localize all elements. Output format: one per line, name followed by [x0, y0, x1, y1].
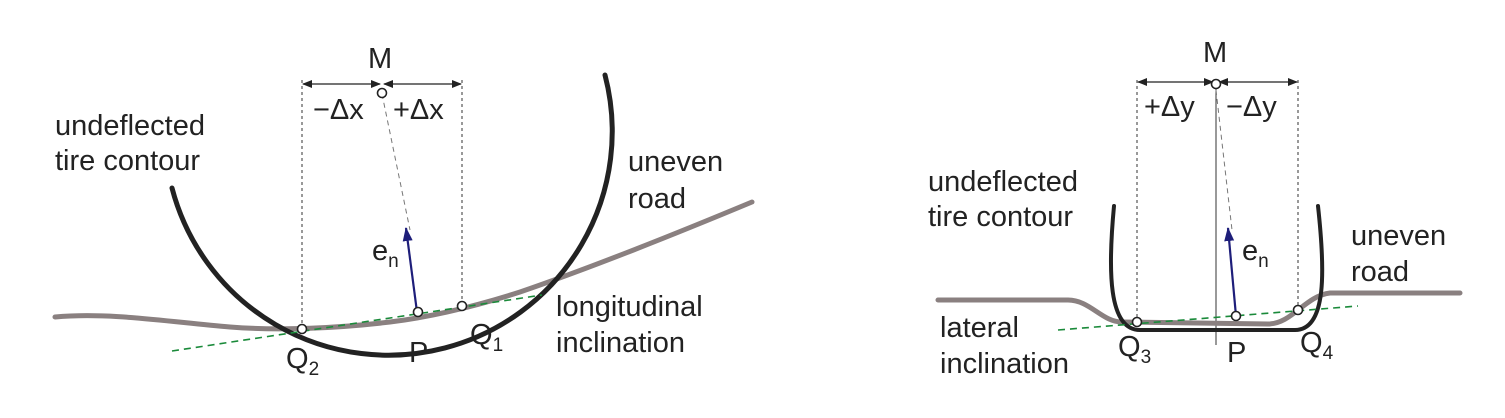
left-m-label: M — [368, 43, 392, 75]
right-road-label-line2: road — [1351, 256, 1409, 288]
left-p-label: P — [409, 337, 428, 369]
left-point-p — [412, 306, 424, 318]
point-q2 — [296, 323, 308, 335]
right-normal-vector — [1224, 227, 1238, 317]
point-q1 — [456, 300, 468, 312]
left-center-point-m — [376, 87, 388, 99]
right-radius-line — [1215, 89, 1233, 231]
lateral-label-line1: lateral — [940, 312, 1019, 344]
right-panel: M +Δy −Δy undeflected tire contour uneve… — [928, 37, 1463, 380]
plus-dx-label: +Δx — [393, 94, 444, 126]
longitudinal-label-line2: inclination — [556, 327, 685, 359]
right-tire-contour — [1108, 204, 1325, 332]
left-road-label-line1: uneven — [628, 146, 723, 178]
longitudinal-label-line1: longitudinal — [556, 291, 703, 323]
minus-dx-label: −Δx — [313, 94, 364, 126]
left-uneven-road — [52, 199, 755, 332]
longitudinal-inclination-line — [171, 294, 543, 352]
left-tire-label-line2: tire contour — [55, 145, 200, 177]
left-normal-vector — [402, 227, 419, 313]
left-tire-contour — [169, 72, 615, 358]
q2-label: Q2 — [286, 343, 319, 380]
minus-dy-label: −Δy — [1226, 91, 1277, 123]
right-tire-label-line2: tire contour — [928, 201, 1073, 233]
right-road-label-line1: uneven — [1351, 220, 1446, 252]
left-tire-label-line1: undeflected — [55, 110, 205, 142]
q1-label: Q1 — [470, 319, 503, 356]
right-p-label: P — [1227, 337, 1246, 369]
plus-dy-label: +Δy — [1144, 91, 1195, 123]
right-point-p — [1230, 310, 1242, 322]
left-panel: M −Δx +Δx undeflected tire contour uneve… — [52, 43, 755, 380]
right-en-label: en — [1242, 235, 1269, 272]
left-road-label-line2: road — [628, 183, 686, 215]
right-uneven-road — [935, 290, 1463, 327]
q4-label: Q4 — [1300, 327, 1334, 364]
point-q3 — [1131, 316, 1143, 328]
point-q4 — [1292, 304, 1304, 316]
lateral-inclination-line — [1057, 305, 1359, 331]
left-en-label: en — [372, 235, 399, 272]
right-tire-label-line1: undeflected — [928, 166, 1078, 198]
right-m-label: M — [1203, 37, 1227, 69]
q3-label: Q3 — [1118, 331, 1151, 368]
lateral-label-line2: inclination — [940, 348, 1069, 380]
right-center-point-m — [1210, 78, 1222, 90]
